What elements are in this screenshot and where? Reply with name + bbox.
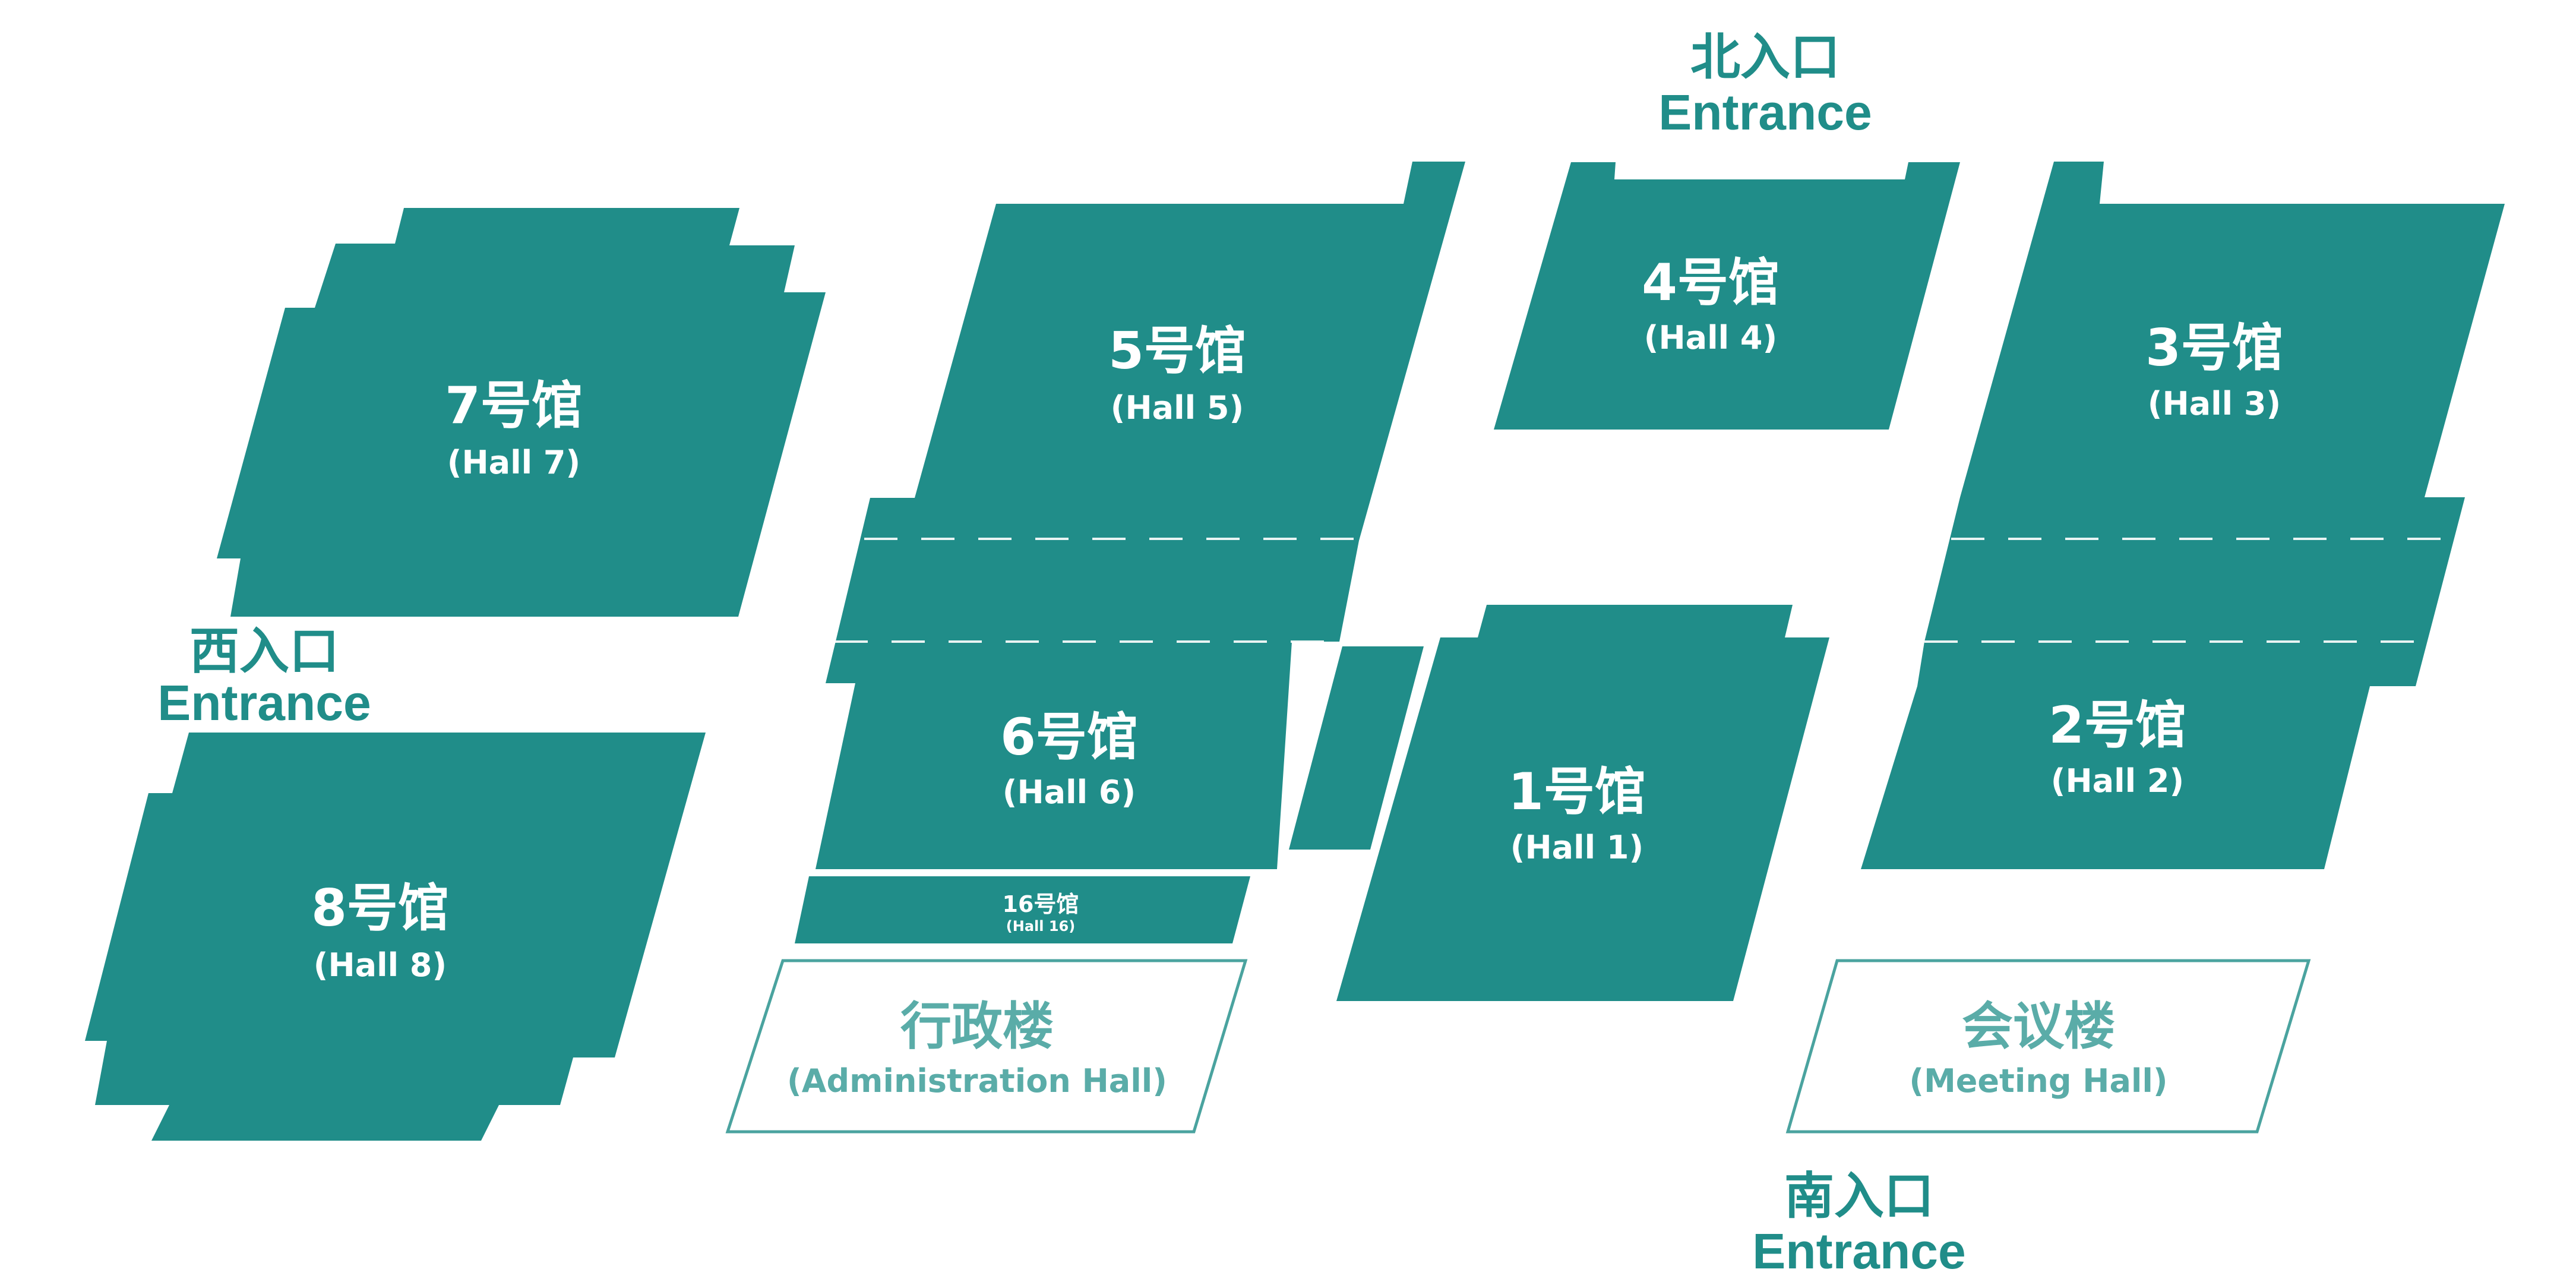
north-entrance-name: 北入口 bbox=[1690, 28, 1840, 86]
hall-16[interactable]: 16号馆 (Hall 16) bbox=[795, 876, 1250, 943]
meeting-hall-name: 会议楼 bbox=[1962, 997, 2115, 1056]
hall-3-2-block[interactable]: 3号馆 (Hall 3) 2号馆 (Hall 2) bbox=[1861, 162, 2505, 869]
hall-4-name: 4号馆 bbox=[1642, 253, 1780, 312]
hall-16-english: (Hall 16) bbox=[1006, 918, 1075, 935]
west-entrance-english: Entrance bbox=[157, 675, 371, 731]
hall-5-6-block[interactable]: 5号馆 (Hall 5) 6号馆 (Hall 6) bbox=[816, 162, 1465, 869]
north-entrance-english: Entrance bbox=[1658, 84, 1872, 140]
meeting-hall-english: (Meeting Hall) bbox=[1909, 1062, 2167, 1100]
hall-6-name: 6号馆 bbox=[1000, 708, 1138, 767]
hall-1-name: 1号馆 bbox=[1508, 762, 1646, 822]
south-entrance-english: Entrance bbox=[1752, 1223, 1965, 1279]
hall-5-name: 5号馆 bbox=[1108, 321, 1246, 381]
meeting-hall[interactable]: 会议楼 (Meeting Hall) bbox=[1785, 959, 2311, 1134]
administration-hall[interactable]: 行政楼 (Administration Hall) bbox=[725, 959, 1248, 1134]
hall-2-english: (Hall 2) bbox=[2051, 762, 2184, 800]
hall-2-name: 2号馆 bbox=[2049, 696, 2186, 755]
hall-5-english: (Hall 5) bbox=[1111, 389, 1244, 427]
south-entrance-name: 南入口 bbox=[1784, 1167, 1934, 1225]
hall-16-name: 16号馆 bbox=[1003, 891, 1079, 917]
hall-8[interactable]: 8号馆 (Hall 8) bbox=[85, 733, 706, 1141]
south-entrance: 南入口 Entrance bbox=[1752, 1167, 1965, 1279]
hall-8-english: (Hall 8) bbox=[314, 946, 447, 984]
hall-3-english: (Hall 3) bbox=[2148, 385, 2281, 422]
hall-7[interactable]: 7号馆 (Hall 7) bbox=[217, 208, 826, 617]
hall-1[interactable]: 1号馆 (Hall 1) bbox=[1336, 605, 1829, 1001]
hall-4[interactable]: 4号馆 (Hall 4) bbox=[1494, 162, 1960, 430]
connector-block bbox=[1289, 646, 1424, 850]
hall-1-english: (Hall 1) bbox=[1510, 829, 1643, 866]
administration-hall-name: 行政楼 bbox=[900, 997, 1054, 1056]
hall-7-name: 7号馆 bbox=[445, 376, 583, 435]
hall-7-english: (Hall 7) bbox=[447, 444, 580, 481]
west-entrance-name: 西入口 bbox=[189, 622, 339, 680]
hall-6-english: (Hall 6) bbox=[1003, 774, 1136, 811]
hall-3-name: 3号馆 bbox=[2145, 318, 2283, 378]
administration-hall-english: (Administration Hall) bbox=[787, 1062, 1167, 1100]
north-entrance: 北入口 Entrance bbox=[1658, 28, 1872, 140]
west-entrance: 西入口 Entrance bbox=[157, 622, 371, 731]
hall-8-name: 8号馆 bbox=[311, 879, 449, 938]
hall-4-english: (Hall 4) bbox=[1644, 319, 1777, 356]
